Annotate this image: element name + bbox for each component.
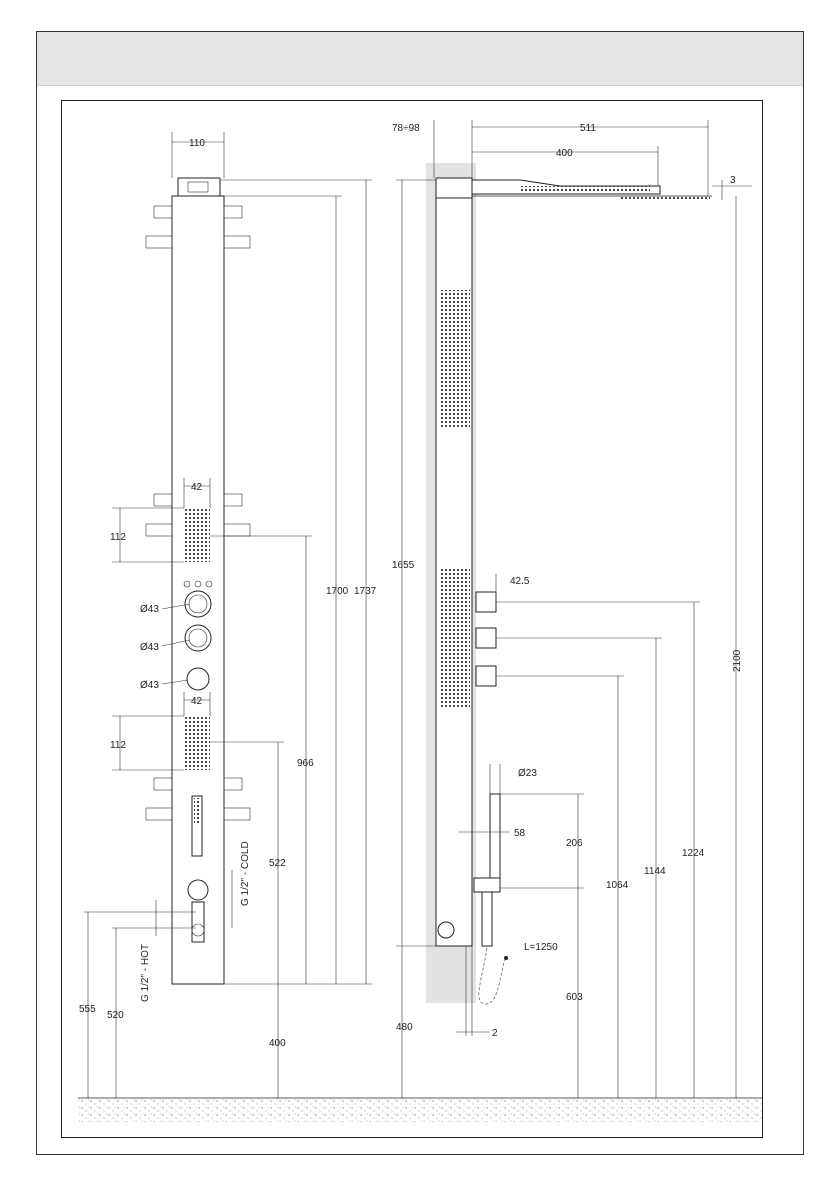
dim-hose-length: L=1250 (524, 942, 558, 953)
hand-shower-holder (188, 880, 208, 900)
dim-110: 110 (189, 138, 205, 149)
label-hot: G 1/2" - HOT (140, 944, 151, 1002)
dim-1064: 1064 (606, 880, 629, 891)
dim-400-arm: 400 (556, 148, 573, 159)
dim-1700: 1700 (326, 586, 349, 597)
label-cold: G 1/2" - COLD (240, 841, 251, 906)
dim-o23: Ø23 (518, 768, 537, 779)
dim-1655: 1655 (392, 560, 415, 571)
front-panel (172, 196, 224, 984)
dim-wall-offset: 78÷98 (392, 123, 420, 134)
dim-522: 522 (269, 858, 286, 869)
dim-42-top: 42 (191, 482, 203, 493)
side-hand-shower (490, 794, 500, 882)
dim-3: 3 (730, 175, 736, 186)
hose (479, 948, 506, 1004)
body-jets-bottom (184, 716, 210, 770)
dim-112-bottom: 112 (110, 740, 126, 751)
dim-knob-3: Ø43 (140, 680, 159, 691)
side-knob-1 (476, 592, 496, 612)
dim-42-5: 42.5 (510, 576, 530, 587)
dim-58: 58 (514, 828, 526, 839)
dim-400: 400 (269, 1038, 286, 1049)
dim-42-bottom: 42 (191, 696, 203, 707)
body-jets-top (184, 508, 210, 562)
dim-555: 555 (79, 1004, 96, 1015)
front-view (84, 132, 372, 1098)
dim-520: 520 (107, 1010, 124, 1021)
dim-knob-2: Ø43 (140, 642, 159, 653)
side-jets-bottom (440, 568, 470, 708)
dim-1737: 1737 (354, 586, 377, 597)
side-knob-3 (476, 666, 496, 686)
side-jets-top (440, 290, 470, 428)
dim-1144: 1144 (644, 866, 666, 877)
top-fitting (178, 178, 220, 196)
dim-112-top: 112 (110, 532, 126, 543)
dim-603: 603 (566, 992, 583, 1003)
side-knob-2 (476, 628, 496, 648)
dim-480: 480 (396, 1022, 413, 1033)
floor (78, 1098, 762, 1122)
dim-966: 966 (297, 758, 314, 769)
side-outlet (438, 922, 454, 938)
dim-1224: 1224 (682, 848, 705, 859)
knob-flow[interactable] (187, 668, 209, 690)
dim-511: 511 (580, 123, 596, 134)
dim-206: 206 (566, 838, 583, 849)
side-view (396, 120, 752, 1098)
dim-2100: 2100 (732, 649, 743, 672)
dim-2: 2 (492, 1028, 498, 1039)
dim-knob-1: Ø43 (140, 604, 159, 615)
